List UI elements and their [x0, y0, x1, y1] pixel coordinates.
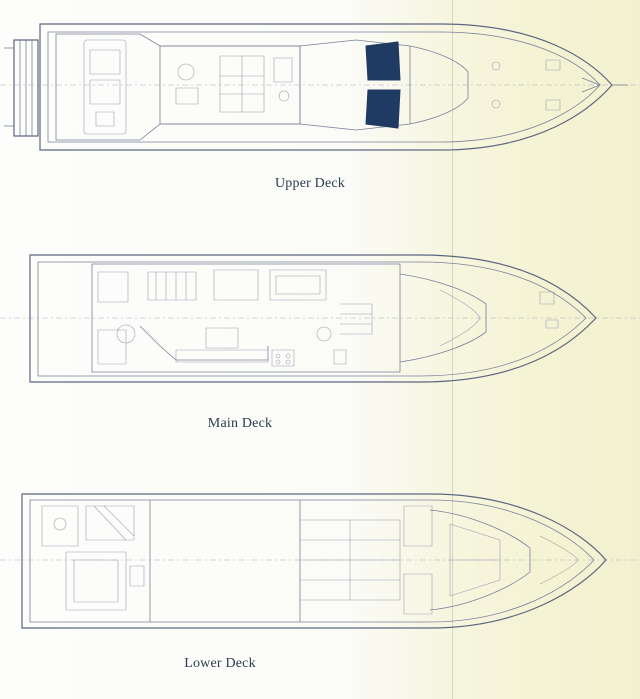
main-deck-plan: [0, 245, 640, 395]
upper-deck-plan: [0, 10, 640, 170]
upper-deck-label: Upper Deck: [274, 176, 346, 191]
main-deck-label: Main Deck: [207, 416, 273, 431]
paper-fold-line: [452, 0, 453, 699]
lower-deck-plan: [0, 485, 640, 635]
lower-deck-label: Lower Deck: [184, 656, 256, 671]
